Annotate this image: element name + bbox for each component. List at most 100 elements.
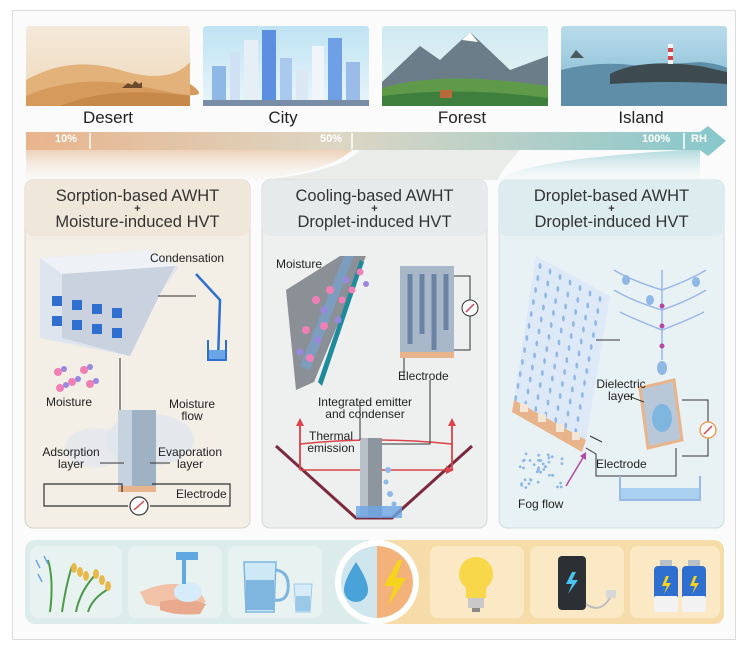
mesh-droplet — [527, 323, 531, 329]
mesh-droplet — [556, 405, 560, 411]
fog-particle — [547, 456, 551, 460]
mesh-droplet — [574, 309, 577, 315]
label-electrode-1: Electrode — [176, 487, 227, 501]
mesh-droplet — [575, 362, 579, 369]
label-moisture-1: Moisture — [46, 395, 93, 409]
mesh-droplet — [586, 302, 590, 309]
fog-particle — [524, 452, 528, 456]
mesh-droplet — [566, 410, 570, 417]
panel-2-title: Cooling-based AWHT + Droplet-induced HVT — [262, 186, 487, 232]
mesh-droplet — [514, 395, 518, 401]
mesh-droplet — [548, 268, 552, 275]
mesh-droplet — [531, 364, 534, 371]
mesh-droplet — [569, 333, 573, 339]
rh-tick-10: 10% — [55, 133, 78, 145]
mesh-droplet — [553, 363, 556, 370]
fog-particle — [522, 466, 525, 470]
label-evaporation-layer: Evaporation layer — [157, 445, 223, 471]
desert-image — [26, 26, 199, 106]
mesh-droplet — [564, 422, 568, 429]
panel-1-plus: + — [134, 203, 141, 215]
light-bulb-icon — [459, 557, 493, 612]
fog-particle — [559, 485, 563, 489]
mesh-droplet — [563, 369, 566, 375]
mesh-droplet — [568, 398, 572, 405]
mesh-droplet — [543, 358, 546, 364]
water-jug-icon — [243, 561, 313, 613]
label-electrode-2: Electrode — [398, 369, 449, 383]
fog-particle — [537, 466, 541, 470]
mesh-droplet — [558, 274, 562, 280]
mesh-droplet — [537, 328, 541, 335]
panel-3-title-line2: Droplet-induced HVT — [534, 213, 689, 231]
fog-particle — [542, 468, 546, 471]
fog-particle — [547, 473, 551, 477]
mesh-droplet — [526, 388, 530, 395]
mesh-droplet — [525, 335, 529, 341]
panel-3-diagram — [512, 256, 717, 501]
mesh-droplet — [544, 292, 547, 299]
mesh-droplet — [561, 381, 564, 387]
rh-tick-50: 50% — [320, 133, 343, 145]
forest-image — [382, 26, 548, 106]
mesh-droplet — [558, 393, 562, 399]
label-fog-flow: Fog flow — [518, 497, 564, 511]
mesh-droplet — [588, 290, 592, 297]
mesh-droplet — [552, 310, 555, 316]
mesh-droplet — [536, 275, 540, 281]
label-moisture-2: Moisture — [276, 257, 323, 271]
mesh-droplet — [545, 346, 549, 352]
mesh-droplet — [549, 322, 553, 328]
mesh-droplet — [596, 308, 600, 314]
mesh-droplet — [578, 404, 582, 410]
mesh-droplet — [516, 383, 520, 389]
mesh-droplet — [551, 375, 554, 382]
panel-2-plus: + — [371, 203, 378, 215]
fog-particle — [520, 483, 524, 487]
panel-1-title: Sorption-based AWHT + Moisture-induced H… — [25, 186, 250, 232]
mesh-droplet — [573, 374, 576, 381]
mesh-droplet — [587, 356, 591, 362]
fog-particle — [527, 482, 531, 486]
mesh-droplet — [529, 311, 533, 317]
label-moisture-flow: Moisture flow — [168, 397, 215, 423]
fog-particle — [529, 478, 532, 481]
fog-particle — [541, 462, 545, 466]
mesh-droplet — [589, 344, 593, 350]
fog-particle — [522, 458, 526, 462]
label-city: City — [268, 108, 298, 127]
mesh-droplet — [542, 304, 545, 311]
mesh-droplet — [557, 339, 561, 346]
mesh-droplet — [538, 263, 542, 269]
label-island: Island — [618, 108, 664, 127]
label-condensation: Condensation — [150, 251, 225, 265]
panel-1-title-line2: Moisture-induced HVT — [55, 213, 220, 231]
mesh-droplet — [576, 297, 580, 303]
mesh-droplet — [562, 315, 565, 322]
label-electrode-3: Electrode — [596, 457, 647, 471]
hand-washing-icon — [140, 552, 206, 615]
rh-gradient-arrow — [26, 126, 726, 156]
label-dielectric-layer: Dielectric layer — [596, 377, 646, 403]
mesh-droplet — [532, 299, 535, 305]
applications-bar — [25, 540, 724, 624]
fog-particle — [551, 473, 554, 477]
mesh-droplet — [567, 345, 571, 351]
mesh-droplet — [559, 327, 563, 334]
mesh-droplet — [539, 316, 543, 323]
mesh-droplet — [534, 406, 538, 412]
label-integrated-emitter: Integrated emitter and condenser — [317, 395, 413, 421]
mesh-droplet — [585, 368, 589, 374]
panel-2-diagram — [274, 256, 479, 520]
lightning-icon — [384, 560, 406, 606]
mesh-droplet — [565, 357, 569, 363]
mesh-droplet — [523, 347, 526, 353]
connector-3 — [500, 150, 700, 180]
panel-3-title: Droplet-based AWHT + Droplet-induced HVT — [499, 186, 724, 232]
label-thermal-emission: Thermal emission — [307, 429, 355, 455]
panel-1-title-line1: Sorption-based AWHT — [55, 187, 220, 205]
mesh-droplet — [528, 376, 532, 383]
power-bank-icon — [558, 556, 616, 610]
mesh-droplet — [582, 326, 585, 333]
battery-icon — [654, 560, 706, 612]
